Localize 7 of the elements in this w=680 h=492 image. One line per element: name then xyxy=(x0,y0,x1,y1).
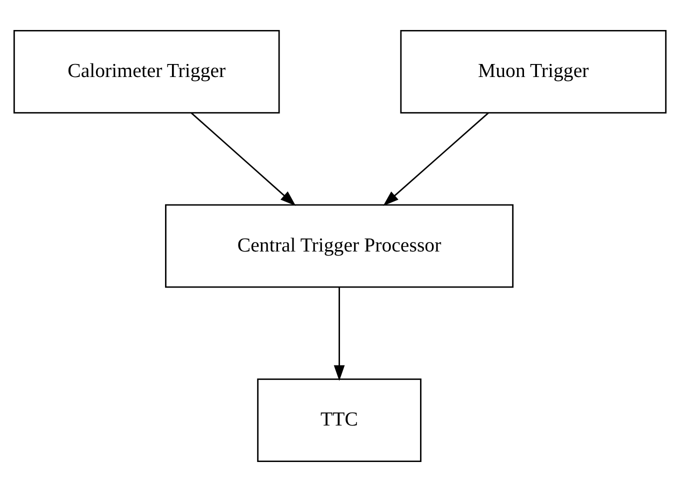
arrow xyxy=(334,287,345,381)
arrow xyxy=(383,112,489,206)
node-box: Muon Trigger xyxy=(400,30,667,114)
node-box: Calorimeter Trigger xyxy=(13,30,280,114)
node-box: Central Trigger Processor xyxy=(165,204,514,288)
node-box: TTC xyxy=(257,378,422,462)
arrow xyxy=(190,112,296,206)
